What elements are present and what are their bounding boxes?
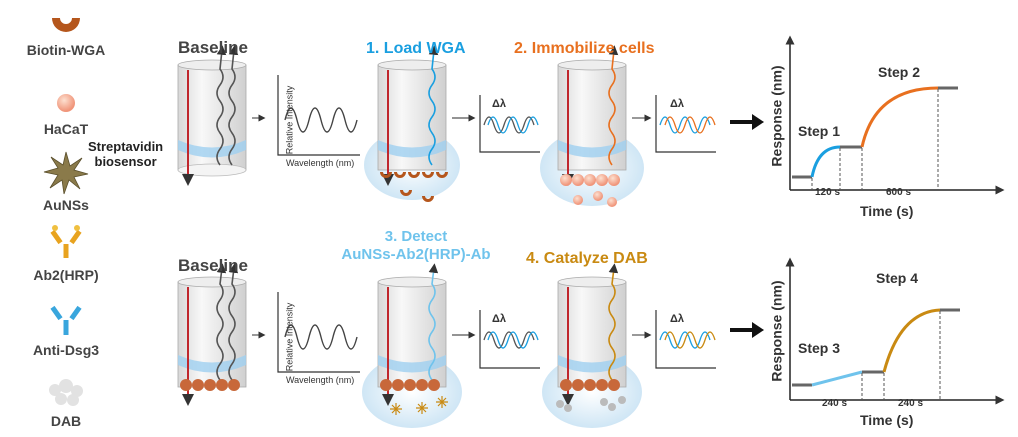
result-arrow-1 <box>730 114 764 130</box>
legend-label-biotin-wga: Biotin-WGA <box>26 42 106 58</box>
chart1-step1-label: Step 1 <box>798 123 841 139</box>
baseline-tube-2 <box>177 263 247 406</box>
streptavidin-biosensor-label: Streptavidin biosensor <box>88 139 164 169</box>
load-wga-tube <box>364 45 460 202</box>
spectrum1-ylabel: Relative Intensity <box>284 85 295 155</box>
baseline-tube-1 <box>177 45 247 186</box>
chart1-interval-1: 120 s <box>815 187 841 198</box>
chart1-interval-2: 600 s <box>886 187 912 198</box>
response-chart-2 <box>785 257 1005 405</box>
step3-title: 3. Detect AuNSs-Ab2(HRP)-Ab <box>341 228 491 263</box>
spectrum1-xlabel: Wavelength (nm) <box>286 158 355 168</box>
legend-label-ab2-hrp: Ab2(HRP) <box>33 267 99 283</box>
baseline-title-2: Baseline <box>178 256 248 275</box>
detect-tube <box>362 263 462 428</box>
ab2-hrp-antibody-icon <box>50 225 82 258</box>
spectrum2-xlabel: Wavelength (nm) <box>286 375 355 385</box>
chart1-xlabel: Time (s) <box>860 203 914 219</box>
chart1-step2-label: Step 2 <box>878 64 921 80</box>
anti-dsg3-antibody-icon <box>50 305 82 335</box>
biotin-wga-icon <box>52 18 80 32</box>
response-chart-1 <box>785 35 1005 195</box>
delta-lambda-3: Δλ <box>492 313 507 325</box>
spectrum-shift-4 <box>655 310 716 369</box>
chart2-step4-label: Step 4 <box>876 270 919 286</box>
spectrum-plot-1 <box>277 75 360 156</box>
legend-label-dab: DAB <box>50 413 82 429</box>
step4-title: 4. Catalyze DAB <box>526 250 648 267</box>
chart2-interval-1: 240 s <box>822 398 848 409</box>
spectrum-shift-3 <box>479 310 540 369</box>
chart2-interval-2: 240 s <box>898 398 924 409</box>
dab-icon <box>49 379 83 406</box>
step2-title: 2. Immobilize cells <box>514 40 655 57</box>
legend-label-anti-dsg3: Anti-Dsg3 <box>32 342 100 358</box>
result-arrow-2 <box>730 322 764 338</box>
chart2-xlabel: Time (s) <box>860 412 914 428</box>
delta-lambda-2: Δλ <box>670 98 685 110</box>
spectrum2-ylabel: Relative Intensity <box>284 302 295 372</box>
delta-lambda-1: Δλ <box>492 98 507 110</box>
legend-label-hacat: HaCaT <box>43 121 89 137</box>
hacat-cell-icon <box>57 94 75 112</box>
aunss-star-icon <box>43 151 89 195</box>
spectrum-shift-1 <box>479 95 540 153</box>
chart1-ylabel: Response (nm) <box>768 65 785 167</box>
spectrum-plot-2 <box>277 292 360 373</box>
spectrum-shift-2 <box>655 95 716 153</box>
immobilize-cells-tube <box>540 45 644 207</box>
delta-lambda-4: Δλ <box>670 313 685 325</box>
catalyze-tube <box>542 263 642 428</box>
chart2-step3-label: Step 3 <box>798 340 841 356</box>
baseline-title-1: Baseline <box>178 38 248 57</box>
step1-title: 1. Load WGA <box>366 40 466 57</box>
chart2-ylabel: Response (nm) <box>768 280 785 382</box>
legend-label-aunss: AuNSs <box>43 197 89 213</box>
